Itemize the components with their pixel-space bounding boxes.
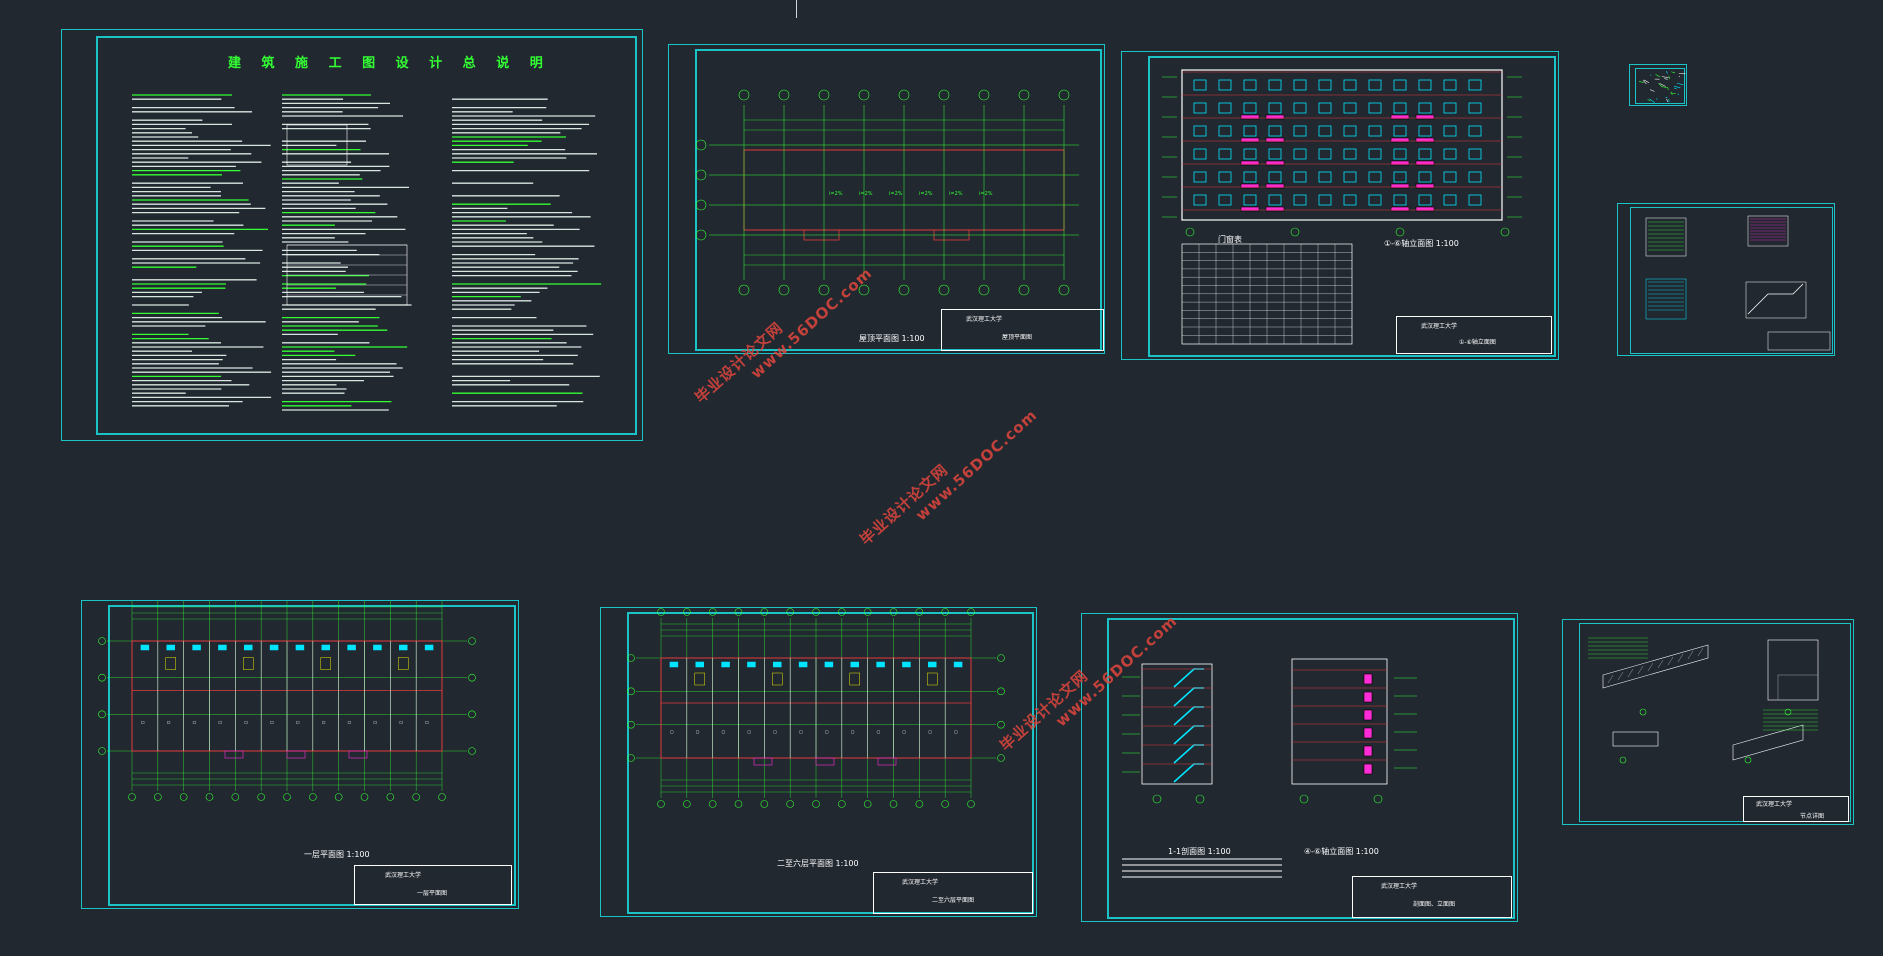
drawing-name: 屋顶平面图 bbox=[1002, 334, 1033, 341]
school-name: 武汉理工大学 bbox=[1381, 883, 1418, 890]
svg-text:▢: ▢ bbox=[296, 720, 300, 725]
sheet-section[interactable]: 1-1剖面图 1:100 ④-⑥轴立面图 1:100 武汉理工大学 剖面图、立面… bbox=[1081, 613, 1518, 922]
svg-text:▢: ▢ bbox=[399, 720, 403, 725]
svg-text:▢: ▢ bbox=[270, 720, 274, 725]
typical-floor-caption: 二至六层平面图 1:100 bbox=[777, 859, 859, 868]
roof-plan-caption: 屋顶平面图 1:100 bbox=[859, 334, 925, 343]
svg-text:▢: ▢ bbox=[773, 729, 777, 734]
sheet-inner-frame bbox=[1107, 618, 1515, 919]
school-name: 武汉理工大学 bbox=[1421, 323, 1458, 330]
elevation-caption: ①-⑥轴立面图 1:100 bbox=[1384, 239, 1459, 248]
school-name: 武汉理工大学 bbox=[385, 872, 422, 879]
sheet-inner-frame bbox=[108, 605, 516, 906]
svg-text:▢: ▢ bbox=[167, 720, 171, 725]
thumbnail-drawing bbox=[1638, 70, 1686, 104]
first-floor-drawing: ▢ ▢ ▢ ▢ ▢ ▢ ▢ ▢ ▢ ▢ ▢ ▢ bbox=[98, 601, 476, 801]
sheet-inner-frame bbox=[1148, 56, 1556, 357]
svg-text:▢: ▢ bbox=[670, 729, 674, 734]
school-name: 武汉理工大学 bbox=[966, 316, 1003, 323]
svg-text:▢: ▢ bbox=[696, 729, 700, 734]
svg-text:▢: ▢ bbox=[373, 720, 377, 725]
svg-text:▢: ▢ bbox=[928, 729, 932, 734]
svg-text:▢: ▢ bbox=[244, 720, 248, 725]
svg-text:▢: ▢ bbox=[193, 720, 197, 725]
drawing-name: 二至六层平面图 bbox=[932, 897, 975, 904]
node-details-drawing bbox=[1588, 637, 1819, 764]
svg-text:▢: ▢ bbox=[877, 729, 881, 734]
svg-text:i=2%: i=2% bbox=[859, 191, 873, 197]
first-floor-caption: 一层平面图 1:100 bbox=[304, 850, 370, 859]
roof-title-block: 武汉理工大学 屋顶平面图 bbox=[941, 309, 1104, 351]
elevation-drawing bbox=[1162, 69, 1522, 345]
sheet-first-floor-plan[interactable]: ▢ ▢ ▢ ▢ ▢ ▢ ▢ ▢ ▢ ▢ ▢ ▢ 一层平面图 1:100 武汉理工大学 一层平面图 bbox=[81, 600, 519, 909]
sheet-inner-frame bbox=[1579, 623, 1851, 822]
svg-text:i=2%: i=2% bbox=[949, 191, 963, 197]
sheet-inner-frame bbox=[695, 49, 1102, 351]
svg-text:▢: ▢ bbox=[825, 729, 829, 734]
sheet-roof-plan[interactable]: i=2% i=2% i=2% i=2% i=2% i=2% 屋顶平面图 1:100 武汉理… bbox=[668, 44, 1105, 354]
sheet-stair-details[interactable] bbox=[1617, 203, 1835, 356]
drawing-name: ①-⑥轴立面图 bbox=[1459, 339, 1496, 346]
sheet-node-details[interactable]: 武汉理工大学 节点详图 bbox=[1562, 619, 1854, 825]
svg-text:i=2%: i=2% bbox=[829, 191, 843, 197]
svg-text:i=2%: i=2% bbox=[979, 191, 993, 197]
sheet-thumbnail[interactable] bbox=[1629, 64, 1687, 106]
typical-floor-title-block: 武汉理工大学 二至六层平面图 bbox=[873, 872, 1033, 914]
stair-details-drawing bbox=[1645, 215, 1831, 351]
sheet-typical-floor-plan[interactable]: ▢ ▢ ▢ ▢ ▢ ▢ ▢ ▢ ▢ ▢ ▢ ▢ 二至六层平面图 1:100 武汉理工大学 二至六层平面… bbox=[600, 607, 1037, 917]
elevation-title-block: 武汉理工大学 ①-⑥轴立面图 bbox=[1396, 316, 1552, 354]
svg-text:▢: ▢ bbox=[322, 720, 326, 725]
details-title-block: 武汉理工大学 节点详图 bbox=[1743, 796, 1849, 822]
svg-text:i=2%: i=2% bbox=[919, 191, 933, 197]
svg-text:▢: ▢ bbox=[722, 729, 726, 734]
sheet-design-notes[interactable]: 建 筑 施 工 图 设 计 总 说 明 bbox=[61, 29, 643, 441]
drawing-name: 节点详图 bbox=[1800, 813, 1825, 820]
svg-text:▢: ▢ bbox=[902, 729, 906, 734]
roof-plan-drawing: i=2% i=2% i=2% i=2% i=2% i=2% bbox=[695, 89, 1079, 296]
first-floor-title-block: 武汉理工大学 一层平面图 bbox=[354, 865, 512, 905]
notes-text-block bbox=[132, 94, 602, 411]
svg-text:▢: ▢ bbox=[747, 729, 751, 734]
svg-text:▢: ▢ bbox=[954, 729, 958, 734]
sheet-inner-frame bbox=[96, 36, 637, 435]
crosshair-tick bbox=[796, 0, 797, 18]
school-name: 武汉理工大学 bbox=[902, 879, 939, 886]
sheet-inner-frame bbox=[1635, 68, 1685, 104]
svg-text:i=2%: i=2% bbox=[889, 191, 903, 197]
sheet-inner-frame bbox=[1630, 207, 1833, 354]
section-title-block: 武汉理工大学 剖面图、立面图 bbox=[1352, 876, 1512, 918]
svg-text:▢: ▢ bbox=[799, 729, 803, 734]
svg-text:▢: ▢ bbox=[141, 720, 145, 725]
drawing-name: 剖面图、立面图 bbox=[1413, 901, 1456, 908]
svg-text:▢: ▢ bbox=[218, 720, 222, 725]
school-name: 武汉理工大学 bbox=[1756, 801, 1793, 808]
drawing-name: 一层平面图 bbox=[417, 890, 448, 897]
section-elevation-caption: ④-⑥轴立面图 1:100 bbox=[1304, 847, 1379, 856]
svg-text:▢: ▢ bbox=[851, 729, 855, 734]
sheet-inner-frame bbox=[627, 612, 1034, 914]
section-drawing bbox=[1122, 658, 1417, 878]
notes-title: 建 筑 施 工 图 设 计 总 说 明 bbox=[228, 56, 551, 71]
sheet-elevation[interactable]: 门窗表 ①-⑥轴立面图 1:100 武汉理工大学 ①-⑥轴立面图 bbox=[1121, 51, 1559, 360]
svg-text:▢: ▢ bbox=[425, 720, 429, 725]
door-window-table-title: 门窗表 bbox=[1218, 235, 1242, 244]
section-caption: 1-1剖面图 1:100 bbox=[1168, 847, 1231, 856]
svg-text:▢: ▢ bbox=[348, 720, 352, 725]
typical-floor-drawing: ▢ ▢ ▢ ▢ ▢ ▢ ▢ ▢ ▢ ▢ ▢ ▢ bbox=[627, 608, 1005, 808]
